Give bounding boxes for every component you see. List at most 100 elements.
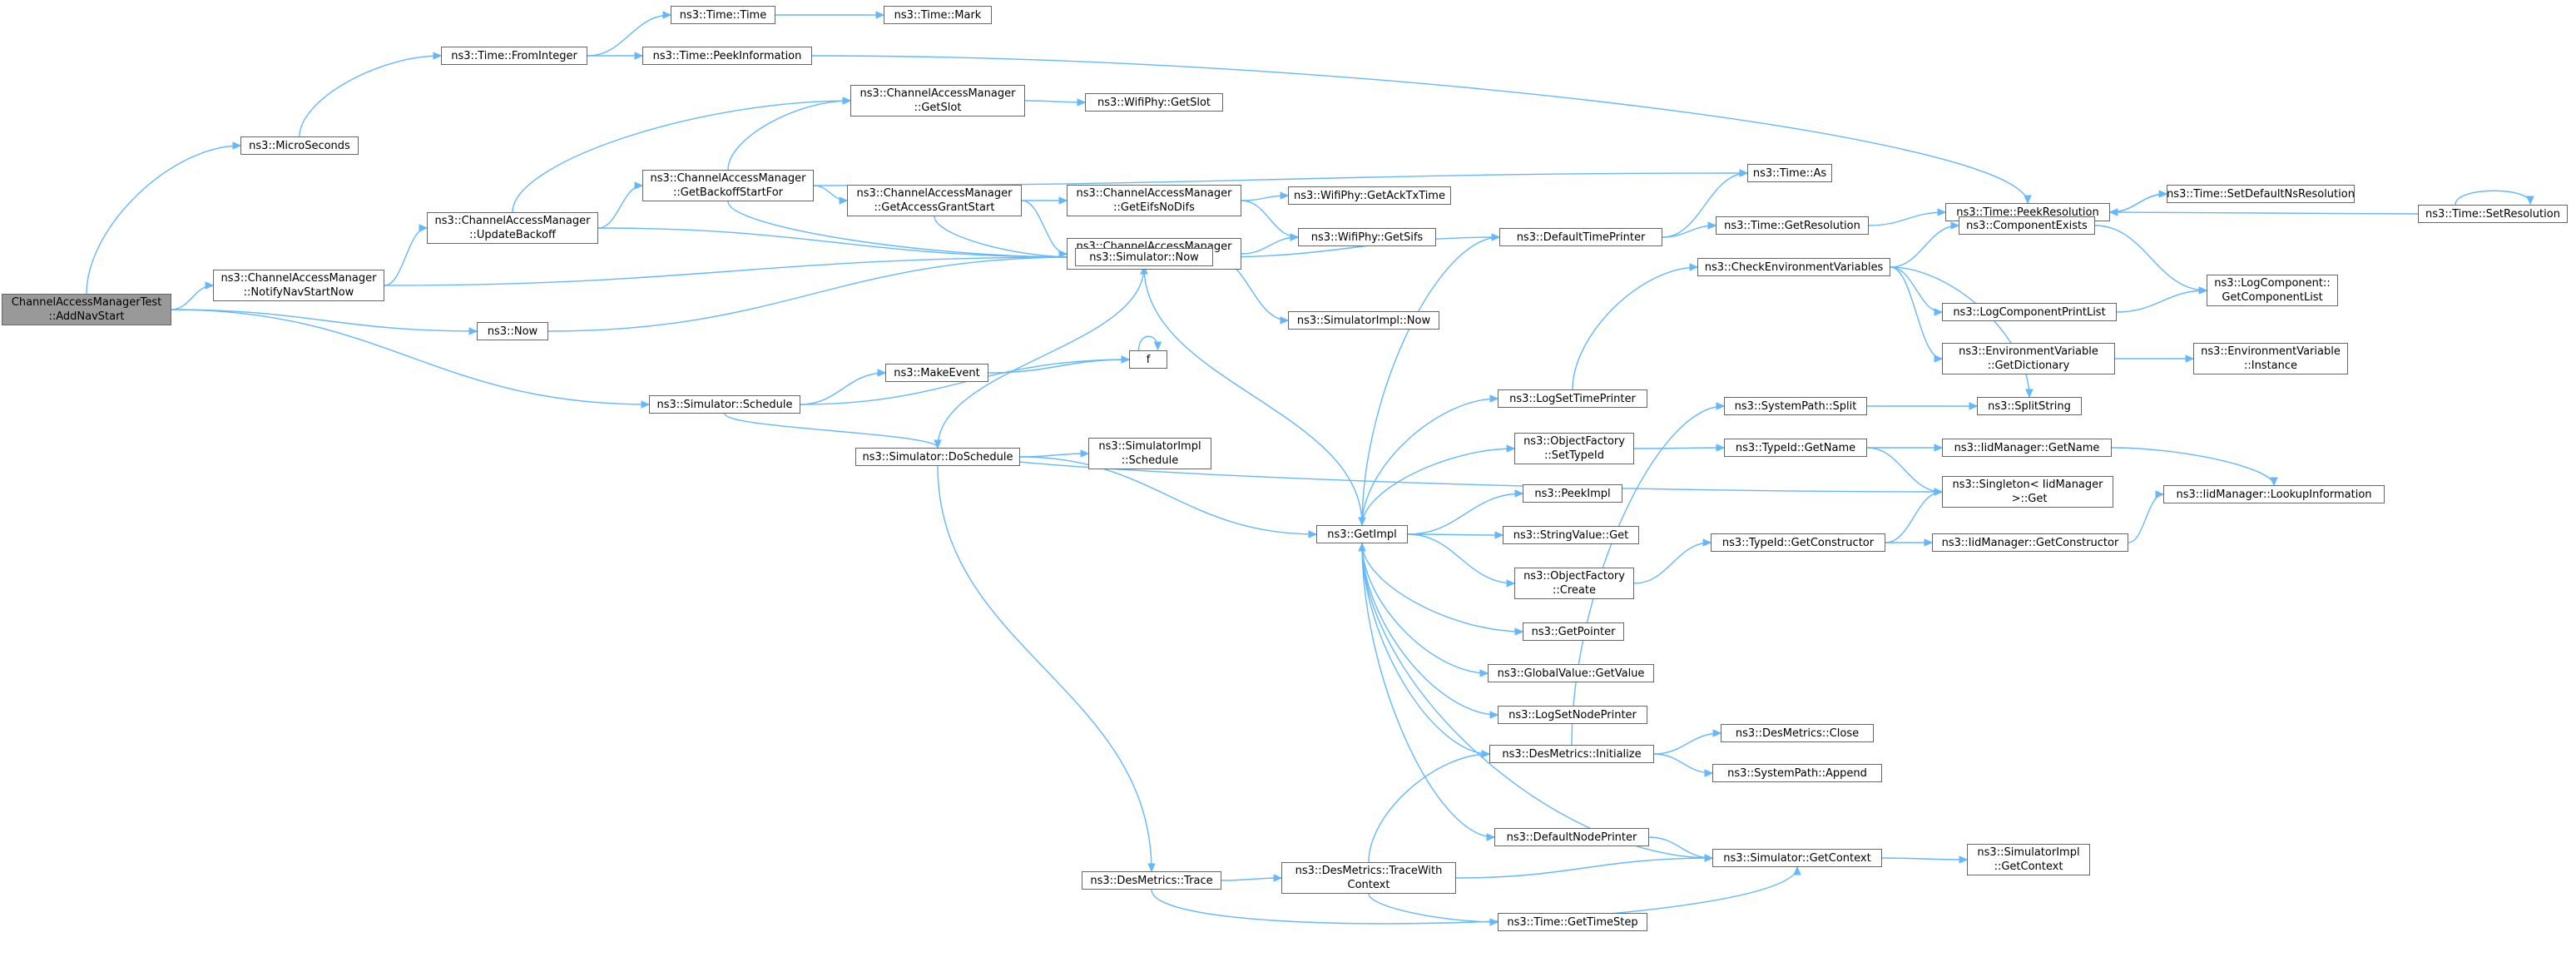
edge-compexists-to-getcomplist xyxy=(2094,225,2207,291)
edge-setres-to-setres xyxy=(2455,190,2531,206)
arrowhead-typegetctor-to-singleton xyxy=(1934,488,1944,496)
edge-defnodeprinter-to-getcontext xyxy=(1648,836,1713,859)
node-logsettime[interactable]: ns3::LogSetTimePrinter xyxy=(1498,389,1647,408)
edge-desinit-to-desclose xyxy=(1653,732,1721,755)
edge-now-to-simnow xyxy=(547,256,1076,332)
edge-destrace-to-getcontext xyxy=(1151,866,1798,925)
edge-updatebackoff-to-getslot xyxy=(512,100,851,213)
edge-doschedule-to-simnow xyxy=(937,265,1145,449)
node-root: ChannelAccessManagerTest ::AddNavStart xyxy=(2,294,171,325)
edge-camsifs-to-wifisifs xyxy=(1241,236,1299,255)
node-stringget[interactable]: ns3::StringValue::Get xyxy=(1503,526,1639,544)
edge-destracectx-to-gettimestep xyxy=(1368,893,1499,923)
edge-doschedule-to-destrace xyxy=(937,465,1152,872)
edge-objsettypeid-to-typegetname xyxy=(1633,447,1725,449)
edge-getslot-to-wifigetslot xyxy=(1024,100,1086,103)
node-lookup[interactable]: ns3::IidManager::LookupInformation xyxy=(2163,485,2385,503)
edge-fromint-to-timetime xyxy=(587,14,671,57)
node-typegetname[interactable]: ns3::TypeId::GetName xyxy=(1724,439,1867,457)
node-iidgetname[interactable]: ns3::IidManager::GetName xyxy=(1942,439,2112,457)
node-singleton[interactable]: ns3::Singleton< IidManager >::Get xyxy=(1942,476,2113,508)
node-micro[interactable]: ns3::MicroSeconds xyxy=(240,136,359,155)
arrowhead-schedule-to-makeevent xyxy=(877,369,887,377)
node-notifynav[interactable]: ns3::ChannelAccessManager ::NotifyNavSta… xyxy=(213,270,384,301)
node-implgetcontext[interactable]: ns3::SimulatorImpl ::GetContext xyxy=(1967,844,2090,875)
arrowhead-getimpl-to-objsettypeid xyxy=(1506,444,1516,453)
node-peekinfo[interactable]: ns3::Time::PeekInformation xyxy=(642,47,812,65)
node-setdefres[interactable]: ns3::Time::SetDefaultNsResolution xyxy=(2167,185,2355,203)
edge-logsettime-to-checkenv xyxy=(1572,266,1698,390)
node-eifs[interactable]: ns3::ChannelAccessManager ::GetEifsNoDif… xyxy=(1067,185,1241,216)
node-getres[interactable]: ns3::Time::GetResolution xyxy=(1716,216,1869,235)
node-now[interactable]: ns3::Now xyxy=(477,322,548,340)
arrowhead-objsettypeid-to-typegetname xyxy=(1716,444,1726,452)
node-deftimeprinter[interactable]: ns3::DefaultTimePrinter xyxy=(1499,228,1662,246)
arrowhead-typegetname-to-iidgetname xyxy=(1934,444,1944,452)
node-globalget[interactable]: ns3::GlobalValue::GetValue xyxy=(1488,664,1654,682)
arrowhead-getdict-to-envinstance xyxy=(2185,355,2195,363)
node-backoffstart[interactable]: ns3::ChannelAccessManager ::GetBackoffSt… xyxy=(642,170,814,201)
edge-schedule-to-doschedule xyxy=(724,413,939,449)
node-gettimestep[interactable]: ns3::Time::GetTimeStep xyxy=(1498,913,1647,931)
node-compexists[interactable]: ns3::ComponentExists xyxy=(1959,216,2095,235)
node-desclose[interactable]: ns3::DesMetrics::Close xyxy=(1721,724,1874,742)
node-defnodeprinter[interactable]: ns3::DefaultNodePrinter xyxy=(1494,828,1649,846)
node-updatebackoff[interactable]: ns3::ChannelAccessManager ::UpdateBackof… xyxy=(427,212,598,244)
node-envinstance[interactable]: ns3::EnvironmentVariable ::Instance xyxy=(2193,343,2348,374)
node-implschedule[interactable]: ns3::SimulatorImpl ::Schedule xyxy=(1088,438,1211,469)
node-getimpl[interactable]: ns3::GetImpl xyxy=(1316,525,1408,543)
node-timetime[interactable]: ns3::Time::Time xyxy=(671,6,775,24)
node-destrace[interactable]: ns3::DesMetrics::Trace xyxy=(1082,871,1221,890)
arrowhead-destracectx-to-desinit xyxy=(1481,750,1491,758)
node-mark[interactable]: ns3::Time::Mark xyxy=(884,6,992,24)
node-getpointer[interactable]: ns3::GetPointer xyxy=(1523,622,1624,641)
node-makeevent[interactable]: ns3::MakeEvent xyxy=(885,364,988,382)
node-printlist[interactable]: ns3::LogComponentPrintList xyxy=(1942,303,2117,321)
node-schedule[interactable]: ns3::Simulator::Schedule xyxy=(649,395,800,414)
node-acktx[interactable]: ns3::WifiPhy::GetAckTxTime xyxy=(1288,186,1451,205)
node-grantstart[interactable]: ns3::ChannelAccessManager ::GetAccessGra… xyxy=(847,185,1022,216)
arrowhead-syssplit-to-splitstring xyxy=(1969,402,1979,410)
edge-getimpl-to-logsettime xyxy=(1361,398,1499,526)
edge-getimpl-to-desinit xyxy=(1361,543,1490,755)
node-typegetctor[interactable]: ns3::TypeId::GetConstructor xyxy=(1711,533,1885,552)
node-getcontext[interactable]: ns3::Simulator::GetContext xyxy=(1712,849,1882,867)
node-objsettypeid[interactable]: ns3::ObjectFactory ::SetTypeId xyxy=(1514,433,1634,464)
arrowhead-checkenv-to-getdict xyxy=(1934,355,1944,363)
node-getcomplist[interactable]: ns3::LogComponent:: GetComponentList xyxy=(2207,275,2338,306)
arrowhead-fromint-to-timetime xyxy=(662,11,672,19)
arrowhead-root-to-now xyxy=(468,327,478,335)
arrowhead-setres-to-setres xyxy=(2526,196,2534,206)
node-syssplit[interactable]: ns3::SystemPath::Split xyxy=(1724,397,1867,415)
node-getdict[interactable]: ns3::EnvironmentVariable ::GetDictionary xyxy=(1942,343,2115,374)
node-checkenv[interactable]: ns3::CheckEnvironmentVariables xyxy=(1697,258,1890,276)
node-peekimpl[interactable]: ns3::PeekImpl xyxy=(1523,484,1622,503)
edge-deftimeprinter-to-getres xyxy=(1662,225,1717,238)
node-logsetnode[interactable]: ns3::LogSetNodePrinter xyxy=(1498,706,1647,724)
node-timeas[interactable]: ns3::Time::As xyxy=(1747,164,1832,182)
node-sysappend[interactable]: ns3::SystemPath::Append xyxy=(1712,764,1882,782)
node-fromint[interactable]: ns3::Time::FromInteger xyxy=(441,47,587,65)
node-wifigetslot[interactable]: ns3::WifiPhy::GetSlot xyxy=(1085,93,1223,112)
arrowhead-iidgetctor-to-lookup xyxy=(2155,490,2165,498)
node-desinit[interactable]: ns3::DesMetrics::Initialize xyxy=(1489,745,1654,763)
node-doschedule[interactable]: ns3::Simulator::DoSchedule xyxy=(855,448,1020,466)
node-objcreate[interactable]: ns3::ObjectFactory ::Create xyxy=(1514,568,1634,599)
node-getslot[interactable]: ns3::ChannelAccessManager ::GetSlot xyxy=(850,85,1025,117)
edge-getimpl-to-objsettypeid xyxy=(1361,448,1515,526)
node-splitstring[interactable]: ns3::SplitString xyxy=(1977,397,2082,415)
node-simimplnow[interactable]: ns3::SimulatorImpl::Now xyxy=(1288,311,1439,330)
node-iidgetctor[interactable]: ns3::IidManager::GetConstructor xyxy=(1932,533,2128,552)
arrowhead-timetime-to-mark xyxy=(875,11,885,19)
node-f[interactable]: f xyxy=(1129,350,1167,369)
arrowhead-grantstart-to-eifs xyxy=(1058,196,1068,205)
node-setres[interactable]: ns3::Time::SetResolution xyxy=(2418,205,2568,223)
arrowhead-root-to-schedule xyxy=(641,400,651,409)
node-wifisifs[interactable]: ns3::WifiPhy::GetSifs xyxy=(1298,228,1436,246)
edge-grantstart-to-camsifs xyxy=(1021,200,1068,255)
arrowhead-logsettime-to-checkenv xyxy=(1689,263,1699,271)
arrowhead-destrace-to-getcontext xyxy=(1793,865,1801,875)
node-destracectx[interactable]: ns3::DesMetrics::TraceWith Context xyxy=(1281,862,1456,894)
node-simnow[interactable]: ns3::Simulator::Now xyxy=(1075,248,1213,266)
